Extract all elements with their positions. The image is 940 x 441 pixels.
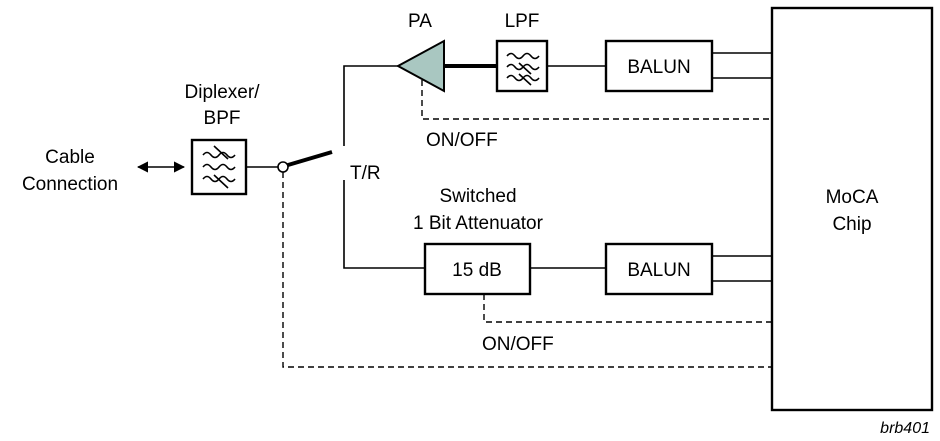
balun-rx-label: BALUN xyxy=(627,260,690,281)
lpf-wave-icon xyxy=(506,52,540,60)
pa-label: PA xyxy=(408,11,432,32)
tr-switch-blade xyxy=(287,150,333,167)
tr-switch-control xyxy=(282,172,772,368)
attenuator-block xyxy=(423,242,532,296)
moca-chip-block xyxy=(770,6,934,412)
pa-on-off-control xyxy=(421,80,772,120)
filter-wave-icon xyxy=(202,151,236,159)
pa-on-off-label: ON/OFF xyxy=(426,130,498,151)
wire-switch-attenuator xyxy=(343,180,425,269)
attenuator-value: 15 dB xyxy=(452,260,502,281)
balun-tx-label: BALUN xyxy=(627,57,690,78)
diplexer-label-line2: BPF xyxy=(204,108,241,129)
attenuator-label-line1: Switched xyxy=(439,186,516,207)
diplexer-bpf-block xyxy=(190,138,248,196)
balun-tx-block xyxy=(604,39,714,93)
wire-switch-pa xyxy=(343,65,400,146)
pa-amplifier-icon xyxy=(395,39,445,93)
chip-label-line1: MoCA xyxy=(826,187,879,208)
cable-connection-label-line2: Connection xyxy=(22,174,118,195)
cable-connection-label-line1: Cable xyxy=(45,147,95,168)
attenuator-on-off-label: ON/OFF xyxy=(482,334,554,355)
diplexer-label-line1: Diplexer/ xyxy=(185,82,261,103)
tr-label: T/R xyxy=(350,163,381,184)
figure-id: brb401 xyxy=(880,420,930,437)
switch-pivot xyxy=(277,161,289,173)
lpf-block xyxy=(495,39,549,93)
attenuator-label-line2: 1 Bit Attenuator xyxy=(413,213,544,234)
balun-rx-block xyxy=(604,242,714,296)
lpf-label: LPF xyxy=(505,11,540,32)
attenuator-on-off-control xyxy=(483,294,772,323)
chip-label-line2: Chip xyxy=(832,214,871,235)
